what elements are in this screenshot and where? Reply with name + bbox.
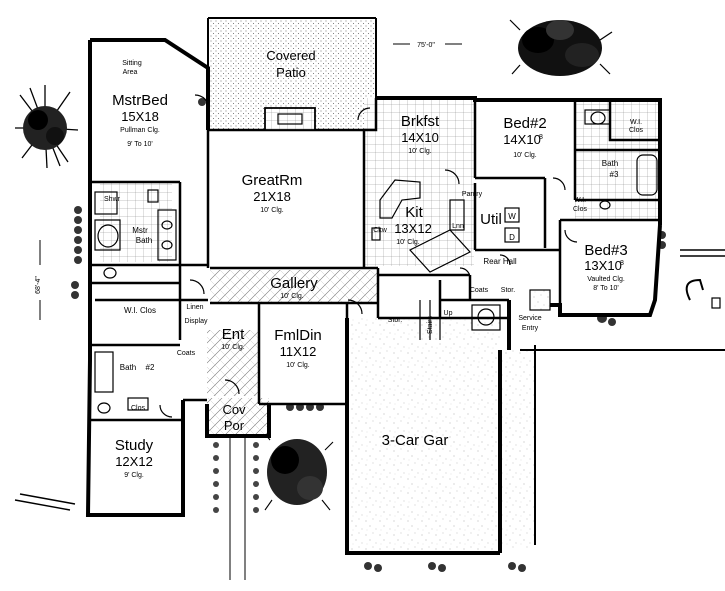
linen-label: Linen bbox=[186, 304, 203, 311]
master-bed-size: 15X18 bbox=[121, 109, 159, 124]
sitting-area-label: Sitting bbox=[122, 60, 142, 67]
bath3-label-2: #3 bbox=[610, 170, 619, 179]
cooktop-label: Ckw bbox=[373, 227, 388, 234]
up-label: Up bbox=[444, 310, 453, 317]
bed2-size-sup: 8 bbox=[539, 134, 543, 141]
entry-ceiling: 10' Clg. bbox=[221, 344, 245, 351]
rear-hall-label: Rear Hall bbox=[483, 257, 517, 266]
bath2-label-2: #2 bbox=[146, 363, 155, 372]
washer-label: W bbox=[508, 212, 516, 221]
fixtures bbox=[14, 17, 725, 580]
coats-2-label: Coats bbox=[177, 350, 196, 357]
master-bath-label: Mstr bbox=[132, 226, 148, 235]
service-entry-label-2: Entry bbox=[522, 325, 539, 332]
covered-porch-label-2: Por bbox=[224, 418, 245, 433]
wi-clos-master-label: W.I. Clos bbox=[124, 306, 156, 315]
study-label: Study bbox=[115, 437, 154, 454]
study-size: 12X12 bbox=[115, 454, 153, 469]
great-room-size: 21X18 bbox=[253, 189, 291, 204]
bed3-ceiling-2: 8' To 10' bbox=[593, 285, 619, 292]
wi-clos-bed3-label-2: Clos bbox=[573, 206, 588, 213]
bath3-label: Bath bbox=[602, 159, 618, 168]
bed3-size-sup: 8 bbox=[620, 260, 624, 267]
master-bed-label: MstrBed bbox=[112, 92, 168, 109]
tree-icon bbox=[15, 85, 79, 169]
shower-label: Shwr bbox=[104, 196, 121, 203]
display-label: Display bbox=[185, 318, 208, 325]
covered-patio-label-2: Patio bbox=[276, 65, 306, 80]
breakfast-size: 14X10 bbox=[401, 130, 439, 145]
formal-dining-size: 11X12 bbox=[280, 344, 317, 359]
depth-dimension: 68'-4" bbox=[35, 276, 42, 294]
gallery-ceiling: 10' Clg. bbox=[280, 293, 304, 300]
coats-label: Coats bbox=[470, 287, 489, 294]
wi-clos-bed3-label: W.I. bbox=[574, 197, 586, 204]
tree-icon bbox=[509, 19, 613, 76]
garage-label: 3-Car Gar bbox=[382, 432, 449, 449]
bed2-label: Bed#2 bbox=[503, 115, 546, 132]
wi-clos-right-label-2: Clos bbox=[629, 127, 644, 134]
bed2-ceiling: 10' Clg. bbox=[513, 152, 537, 159]
formal-dining-label: FmlDin bbox=[274, 327, 322, 344]
exterior-walls bbox=[85, 38, 662, 555]
garage-floor bbox=[347, 318, 501, 553]
gallery-floor bbox=[210, 270, 378, 303]
tree-icon bbox=[261, 429, 334, 511]
walkway-shrubs bbox=[213, 442, 259, 513]
breakfast-ceiling: 10' Clg. bbox=[408, 148, 432, 155]
service-entry-label: Service bbox=[518, 315, 541, 322]
kitchen-ceiling: 10' Clg. bbox=[396, 239, 420, 246]
master-bed-ceiling: Pullman Clg. bbox=[120, 127, 160, 134]
great-room-label: GreatRm bbox=[242, 172, 303, 189]
pantry-label: Pantry bbox=[462, 191, 483, 198]
util-label: Util bbox=[480, 211, 502, 228]
bath2-label: Bath bbox=[120, 363, 136, 372]
stor-label-2: Stor. bbox=[388, 317, 402, 324]
covered-patio-label: Covered bbox=[266, 48, 315, 63]
breakfast-label: Brkfst bbox=[401, 113, 440, 130]
width-dimension: 75'-0" bbox=[417, 42, 435, 49]
entry-label: Ent bbox=[222, 326, 245, 343]
stairs-label: Stairs bbox=[427, 316, 434, 334]
shrub-row bbox=[71, 96, 666, 572]
wi-clos-right-label: W.I. bbox=[630, 119, 642, 126]
dryer-label: D bbox=[509, 233, 515, 242]
great-room-ceiling: 10' Clg. bbox=[260, 207, 284, 214]
master-bath-label-2: Bath bbox=[136, 236, 152, 245]
bed2-size: 14X10 bbox=[503, 132, 541, 147]
bed3-size: 13X10 bbox=[584, 258, 622, 273]
entry-floor bbox=[207, 330, 259, 396]
gallery-label: Gallery bbox=[270, 275, 318, 292]
kitchen-label: Kit bbox=[405, 204, 423, 221]
master-bed-ceiling-2: 9' To 10' bbox=[127, 141, 153, 148]
linen-kitchen-label: Lnn bbox=[452, 223, 464, 230]
study-ceiling: 9' Clg. bbox=[124, 472, 144, 479]
interior-walls bbox=[90, 98, 660, 422]
covered-porch-label: Cov bbox=[222, 402, 246, 417]
study-closet-label: Clos bbox=[131, 405, 146, 412]
bed3-ceiling: Vaulted Clg. bbox=[587, 276, 625, 283]
bed3-label: Bed#3 bbox=[584, 242, 627, 259]
dimension-arrows bbox=[39, 43, 462, 320]
sitting-area-label-2: Area bbox=[123, 69, 138, 76]
kitchen-size: 13X12 bbox=[394, 221, 432, 236]
formal-dining-ceiling: 10' Clg. bbox=[286, 362, 310, 369]
stor-label: Stor. bbox=[501, 287, 515, 294]
